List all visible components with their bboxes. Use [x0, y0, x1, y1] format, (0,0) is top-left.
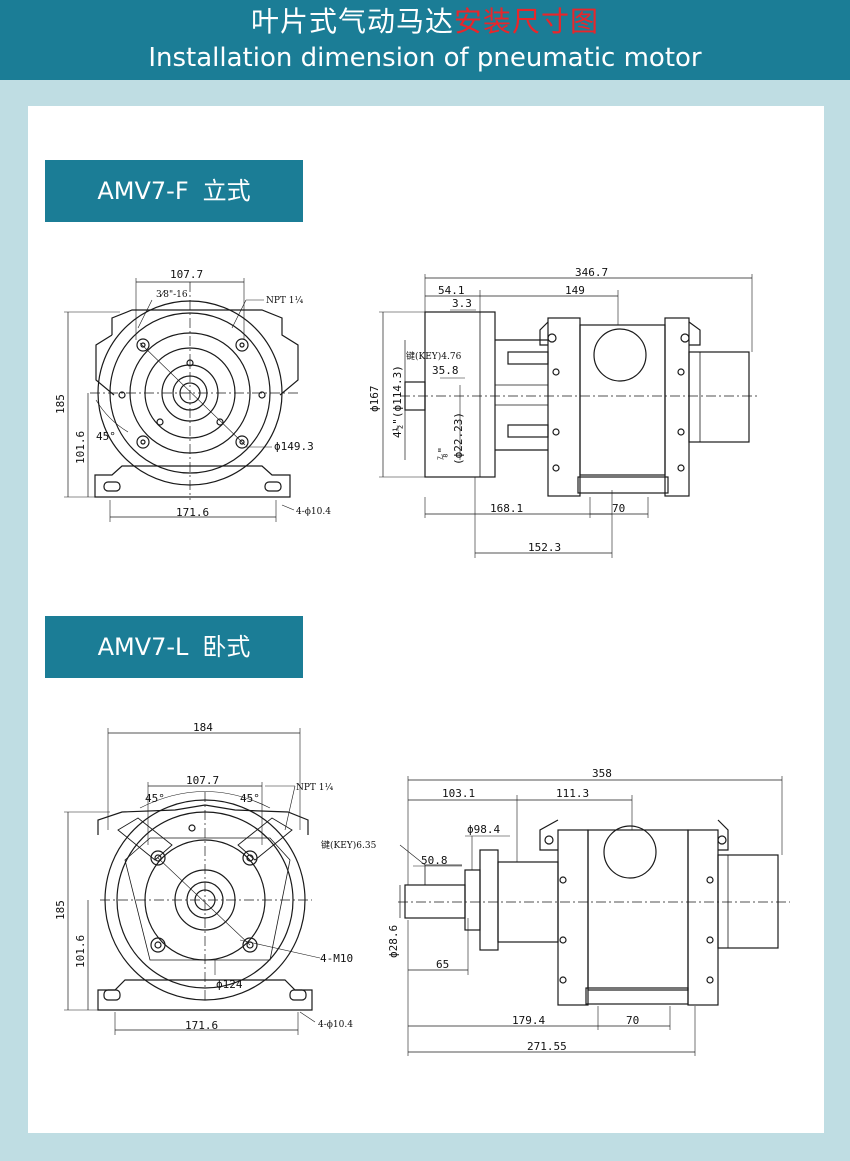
l-front-dim-6: 185	[54, 900, 67, 920]
l-front-dim-2: 107.7	[186, 774, 219, 787]
section2-badge: AMV7-L 卧式	[45, 616, 303, 678]
f-side-dim-9: ⅞"	[436, 447, 449, 460]
section1-badge: AMV7-F 立式	[45, 160, 303, 222]
title-cn-part1: 叶片式气动马达	[250, 5, 454, 38]
f-side-dim-7: ϕ167	[368, 386, 381, 413]
l-side-dim-6: 50.8	[421, 854, 448, 867]
l-side-dim-8: 65	[436, 958, 449, 971]
l-side-dim-5: 键(KEY)6.35	[321, 839, 377, 851]
f-front-dim-6: 45°	[96, 430, 116, 443]
f-side-dim-2: 54.1	[438, 284, 465, 297]
f-side-dim-10: (ϕ22.23)	[452, 412, 465, 465]
f-side-view	[379, 274, 760, 558]
section1-model: AMV7-F	[97, 177, 189, 205]
f-side-dim-12: 70	[612, 502, 625, 515]
f-front-view	[64, 278, 300, 522]
l-front-dim-3: 45°	[145, 792, 165, 805]
f-side-dim-6: 35.8	[432, 364, 459, 377]
f-side-dim-4: 3.3	[452, 297, 472, 310]
section1-type: 立式	[202, 177, 251, 205]
f-front-dim-2: 3⁄8"-16	[156, 290, 188, 300]
l-front-dim-9: ϕ124	[216, 978, 243, 991]
f-front-dim-5: 101.6	[74, 431, 87, 464]
page-header: 叶片式气动马达安装尺寸图 Installation dimension of p…	[0, 0, 850, 80]
l-side-dim-1: 358	[592, 767, 612, 780]
f-front-dim-1: 107.7	[170, 268, 203, 281]
l-side-dim-11: 271.55	[527, 1040, 567, 1053]
f-front-dim-8: 171.6	[176, 506, 209, 519]
f-front-dim-4: 185	[54, 394, 67, 414]
l-side-dim-4: ϕ98.4	[467, 823, 500, 836]
f-side-dim-13: 152.3	[528, 541, 561, 554]
f-side-dim-11: 168.1	[490, 502, 523, 515]
f-front-dims: 107.7 3⁄8"-16 NPT 1¼ 185 101.6 45° ϕ149.…	[54, 268, 331, 519]
section2-type: 卧式	[202, 633, 251, 661]
title-cn-part2: 安装尺寸图	[454, 5, 600, 38]
f-side-dim-1: 346.7	[575, 266, 608, 279]
l-side-dim-2: 103.1	[442, 787, 475, 800]
l-front-dim-4: 45°	[240, 792, 260, 805]
title-english: Installation dimension of pneumatic moto…	[148, 43, 702, 73]
l-side-dims: 358 103.1 111.3 ϕ98.4 键(KEY)6.35 50.8 ϕ2…	[321, 767, 639, 1053]
l-side-dim-3: 111.3	[556, 787, 589, 800]
l-front-dim-5: NPT 1¼	[296, 782, 334, 793]
l-side-dim-10: 70	[626, 1014, 639, 1027]
l-front-view	[64, 728, 321, 1035]
l-side-dim-7: ϕ28.6	[387, 925, 400, 958]
f-side-dim-3: 149	[565, 284, 585, 297]
l-front-dims: 184 107.7 45° 45° NPT 1¼ 185 101.6 4-M10…	[54, 721, 353, 1032]
f-front-dim-7: ϕ149.3	[274, 440, 314, 453]
l-side-view	[398, 776, 790, 1056]
l-front-dim-10: 171.6	[185, 1019, 218, 1032]
section2-model: AMV7-L	[97, 633, 189, 661]
l-front-dim-11: 4-ϕ10.4	[318, 1020, 353, 1030]
f-front-dim-3: NPT 1¼	[266, 295, 304, 306]
l-front-dim-1: 184	[193, 721, 213, 734]
f-side-dim-5: 键(KEY)4.76	[406, 350, 462, 362]
title-chinese: 叶片式气动马达安装尺寸图	[0, 4, 850, 40]
f-side-dims: 346.7 54.1 149 3.3 键(KEY)4.76 35.8 ϕ167 …	[368, 266, 625, 554]
l-side-dim-9: 179.4	[512, 1014, 545, 1027]
l-front-dim-7: 101.6	[74, 935, 87, 968]
l-front-dim-8: 4-M10	[320, 952, 353, 965]
f-front-dim-9: 4-ϕ10.4	[296, 507, 331, 517]
f-side-dim-8: 4½"(ϕ114.3)	[391, 365, 404, 438]
